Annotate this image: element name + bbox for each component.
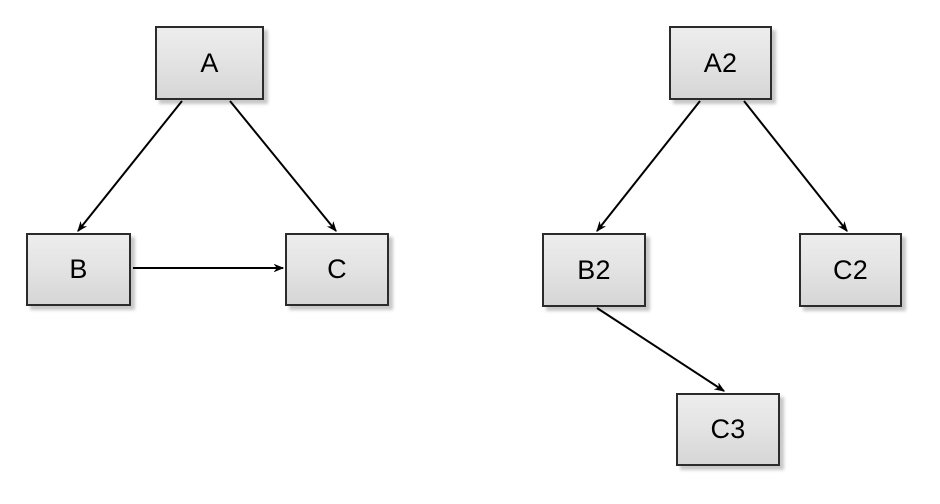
- node-label-a2: A2: [703, 47, 738, 78]
- edge-a2-to-c2: [743, 100, 848, 231]
- node-a2[interactable]: A2: [669, 26, 772, 100]
- node-c[interactable]: C: [285, 233, 389, 306]
- edge-a2-to-b2: [596, 100, 701, 231]
- node-b2[interactable]: B2: [542, 233, 646, 307]
- node-label-c: C: [327, 254, 347, 284]
- edge-a-to-b: [77, 100, 183, 231]
- edge-a-to-c: [229, 100, 337, 231]
- edge-b2-to-c3: [596, 307, 724, 392]
- node-label-c2: C2: [832, 254, 869, 285]
- node-c3[interactable]: C3: [676, 393, 780, 466]
- node-label-a: A: [200, 47, 219, 78]
- node-a[interactable]: A: [155, 26, 264, 100]
- node-c2[interactable]: C2: [799, 233, 902, 307]
- node-b[interactable]: B: [26, 233, 131, 306]
- node-label-b2: B2: [577, 254, 611, 285]
- edges-group: [77, 100, 848, 392]
- node-label-c3: C3: [710, 414, 746, 444]
- node-label-b: B: [69, 254, 88, 284]
